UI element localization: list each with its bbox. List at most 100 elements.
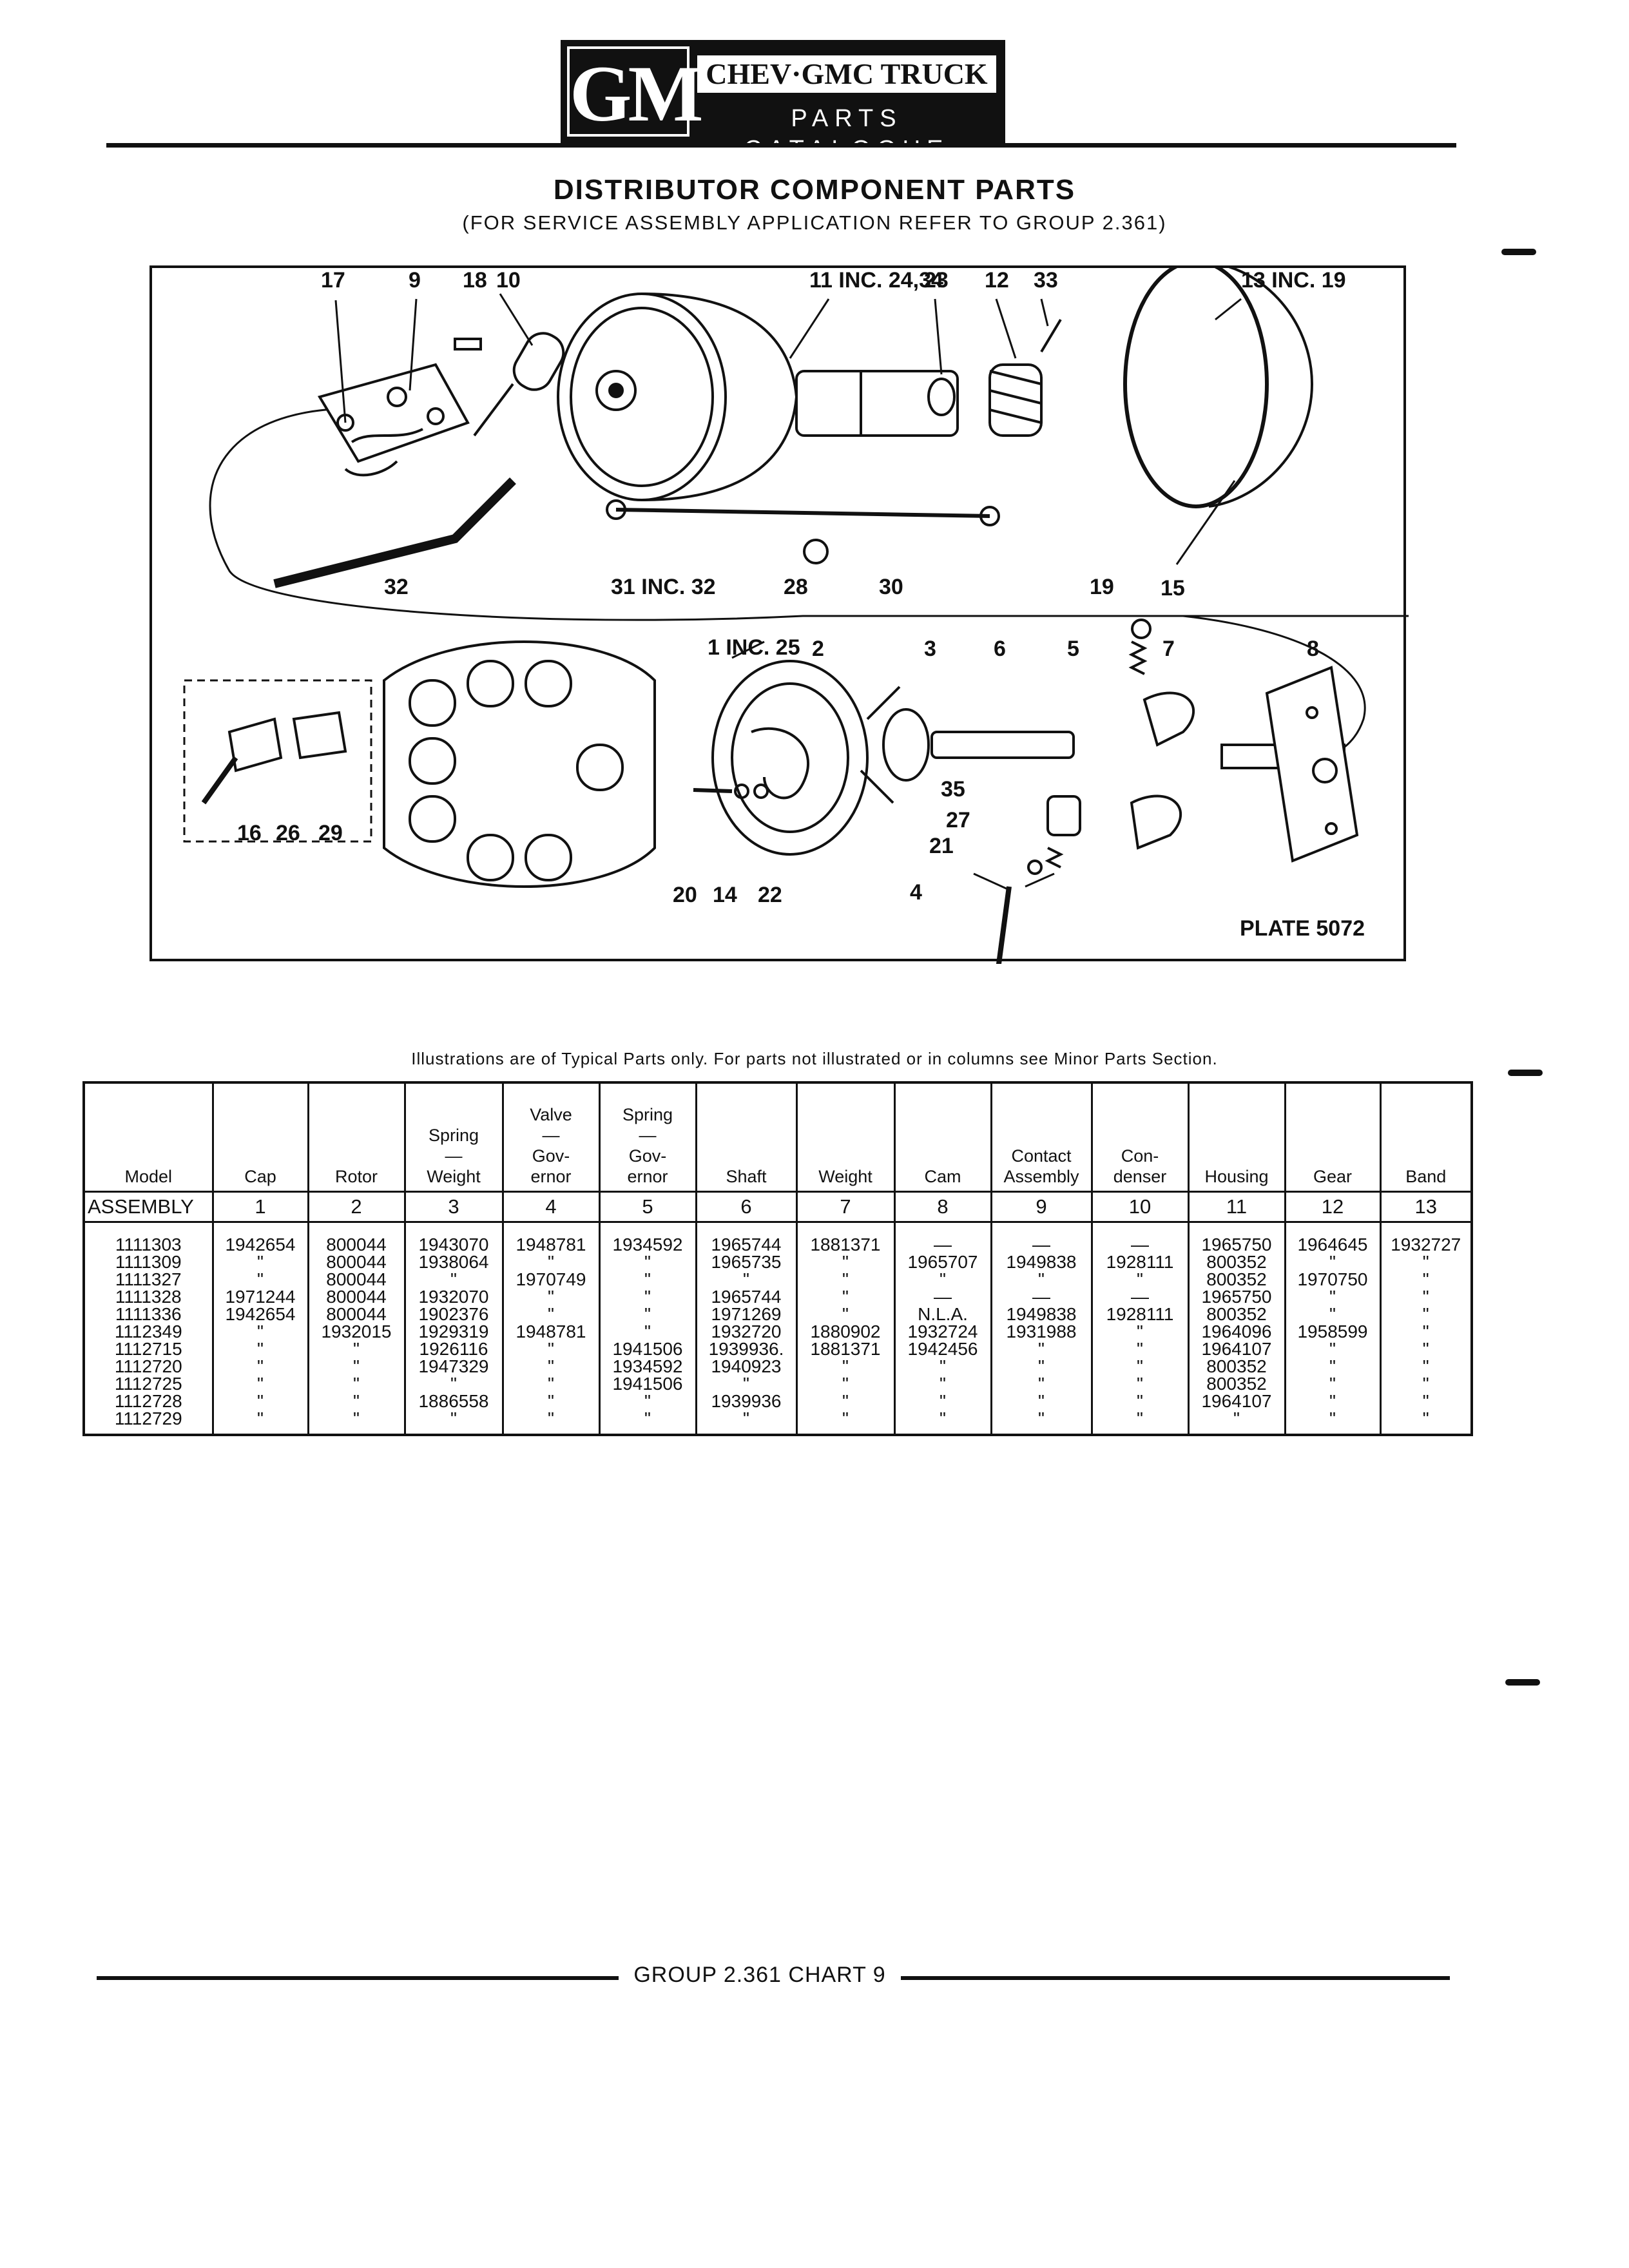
column-header-line: Rotor xyxy=(334,1167,378,1186)
table-cell: " xyxy=(1379,1392,1473,1410)
logo-subtitle: PARTS CATALOGUE xyxy=(744,105,950,163)
table-cell: — xyxy=(1090,1222,1190,1253)
column-header-line: Housing xyxy=(1204,1167,1269,1186)
callout-16: 16 xyxy=(237,821,262,845)
column-header-line: Spring xyxy=(622,1105,673,1124)
table-cell: " xyxy=(211,1271,309,1289)
table-cell: " xyxy=(211,1253,309,1271)
table-cell: 1949838 xyxy=(990,1253,1093,1271)
table-cell: " xyxy=(501,1375,601,1393)
table-cell: 1929319 xyxy=(403,1323,504,1341)
table-cell: 1940923 xyxy=(695,1358,798,1376)
table-cell: " xyxy=(695,1410,798,1435)
assembly-cell: 3 xyxy=(403,1191,504,1223)
table-cell: " xyxy=(1284,1358,1382,1376)
table-cell: " xyxy=(1090,1358,1190,1376)
column-header-line: Gov- xyxy=(628,1146,667,1166)
clip-26 xyxy=(227,717,283,773)
table-cell: 800044 xyxy=(307,1253,406,1271)
table-cell: 1958599 xyxy=(1284,1323,1382,1341)
table-cell: " xyxy=(403,1375,504,1393)
margin-mark xyxy=(1508,1070,1543,1076)
callout-31: 31 INC. 32 xyxy=(611,575,716,599)
callout-18: 18 xyxy=(463,268,487,293)
column-header: Weight xyxy=(795,1082,896,1193)
wire-upper-loop xyxy=(209,407,1409,621)
spring-part xyxy=(1128,640,1148,675)
column-header: Valve—Gov-ernor xyxy=(501,1082,601,1193)
assembly-cell: 1 xyxy=(211,1191,309,1223)
washer-14 xyxy=(734,783,749,799)
table-cell: 1939936 xyxy=(695,1392,798,1410)
table-cell: " xyxy=(1379,1375,1473,1393)
table-cell: 1941506 xyxy=(598,1340,697,1358)
exploded-parts-diagram: 17 9 18 10 11 INC. 24,34 23 12 33 13 INC… xyxy=(149,265,1409,964)
table-cell: 1964107 xyxy=(1187,1340,1286,1358)
table-cell: " xyxy=(893,1271,992,1289)
table-cell: " xyxy=(501,1410,601,1435)
breaker-plate-part xyxy=(317,363,470,477)
callout-14: 14 xyxy=(713,883,737,907)
callout-10: 10 xyxy=(496,268,521,293)
callout-19: 19 xyxy=(1090,575,1114,599)
table-cell: " xyxy=(1187,1410,1286,1435)
table-cell: " xyxy=(795,1271,896,1289)
footer-label: GROUP 2.361 CHART 9 xyxy=(633,1963,886,1987)
table-cell: 1928111 xyxy=(1090,1305,1190,1323)
table-cell: " xyxy=(1379,1323,1473,1341)
table-cell: " xyxy=(990,1375,1093,1393)
column-header-line: Spring xyxy=(428,1126,479,1145)
table-cell: " xyxy=(307,1410,406,1435)
table-cell: " xyxy=(1284,1410,1382,1435)
governor-weights-part xyxy=(1130,691,1195,850)
table-cell: 1947329 xyxy=(403,1358,504,1376)
table-cell: " xyxy=(501,1288,601,1306)
table-cell: 1941506 xyxy=(598,1375,697,1393)
table-cell: 1965744 xyxy=(695,1288,798,1306)
washer-part xyxy=(927,378,956,416)
table-cell: " xyxy=(598,1392,697,1410)
column-header-line: Band xyxy=(1405,1167,1447,1186)
footer-rule-right xyxy=(901,1976,1450,1980)
inset-box xyxy=(183,679,372,843)
table-cell: 800352 xyxy=(1187,1305,1286,1323)
table-cell: " xyxy=(795,1305,896,1323)
drive-gear-part xyxy=(988,318,1062,437)
table-cell: " xyxy=(501,1305,601,1323)
table-cell: 1902376 xyxy=(403,1305,504,1323)
table-cell: " xyxy=(1379,1271,1473,1289)
table-cell: 1971269 xyxy=(695,1305,798,1323)
callout-15: 15 xyxy=(1161,576,1185,601)
column-header-line: — xyxy=(639,1126,657,1145)
table-cell: " xyxy=(1379,1305,1473,1323)
table-cell: " xyxy=(403,1410,504,1435)
table-cell: 1971244 xyxy=(211,1288,309,1306)
washer-22 xyxy=(753,783,769,799)
table-cell: 1931988 xyxy=(990,1323,1093,1341)
table-cell: 800044 xyxy=(307,1271,406,1289)
column-header: Rotor xyxy=(307,1082,406,1193)
callout-11: 11 INC. 24,34 xyxy=(809,268,943,293)
table-cell: 1112715 xyxy=(82,1340,214,1358)
assembly-cell: 8 xyxy=(893,1191,992,1223)
table-cell: " xyxy=(501,1392,601,1410)
table-cell: — xyxy=(893,1222,992,1253)
column-header-line: ernor xyxy=(530,1167,572,1186)
table-cell: " xyxy=(307,1375,406,1393)
table-cell: " xyxy=(695,1271,798,1289)
table-cell: " xyxy=(598,1288,697,1306)
gm-logo-mark: GM xyxy=(567,46,704,138)
table-cell: — xyxy=(990,1222,1093,1253)
callout-33: 33 xyxy=(1034,268,1058,293)
table-cell: " xyxy=(1379,1253,1473,1271)
table-cell: 1112725 xyxy=(82,1375,214,1393)
column-header: Shaft xyxy=(695,1082,798,1193)
table-cell: " xyxy=(1284,1340,1382,1358)
column-header: Band xyxy=(1379,1082,1473,1193)
table-cell: 1965750 xyxy=(1187,1288,1286,1306)
column-header-line: Shaft xyxy=(726,1167,767,1186)
column-header-line: Gear xyxy=(1313,1167,1353,1186)
table-row: 1112725""""1941506"""""800352"" xyxy=(82,1375,1473,1393)
callout-6: 6 xyxy=(994,637,1006,661)
